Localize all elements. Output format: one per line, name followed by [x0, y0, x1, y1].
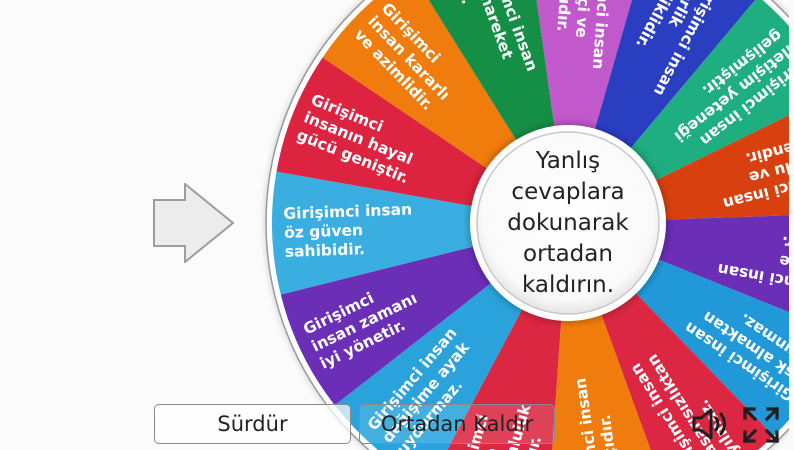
fullscreen-icon[interactable] [742, 406, 780, 444]
arrow-right-icon [153, 183, 235, 263]
instruction-text: Yanlış cevaplara dokunarak ortadan kaldı… [507, 147, 629, 298]
resume-button[interactable]: Sürdür [154, 404, 351, 444]
eliminate-button[interactable]: Ortadan Kaldır [359, 404, 555, 444]
wheel-segment[interactable] [429, 223, 568, 450]
wheel-segment[interactable] [568, 93, 794, 223]
speaker-icon[interactable] [690, 406, 730, 442]
segment-label[interactable]: Girişimci insanyenilikçi veyaratıcıdır. [551, 0, 616, 70]
page-edge [789, 0, 794, 450]
hub [476, 131, 660, 315]
wheel-segment[interactable] [271, 171, 568, 295]
segment-label[interactable]: Girişimci insanöz güvensahibidir. [283, 200, 414, 260]
